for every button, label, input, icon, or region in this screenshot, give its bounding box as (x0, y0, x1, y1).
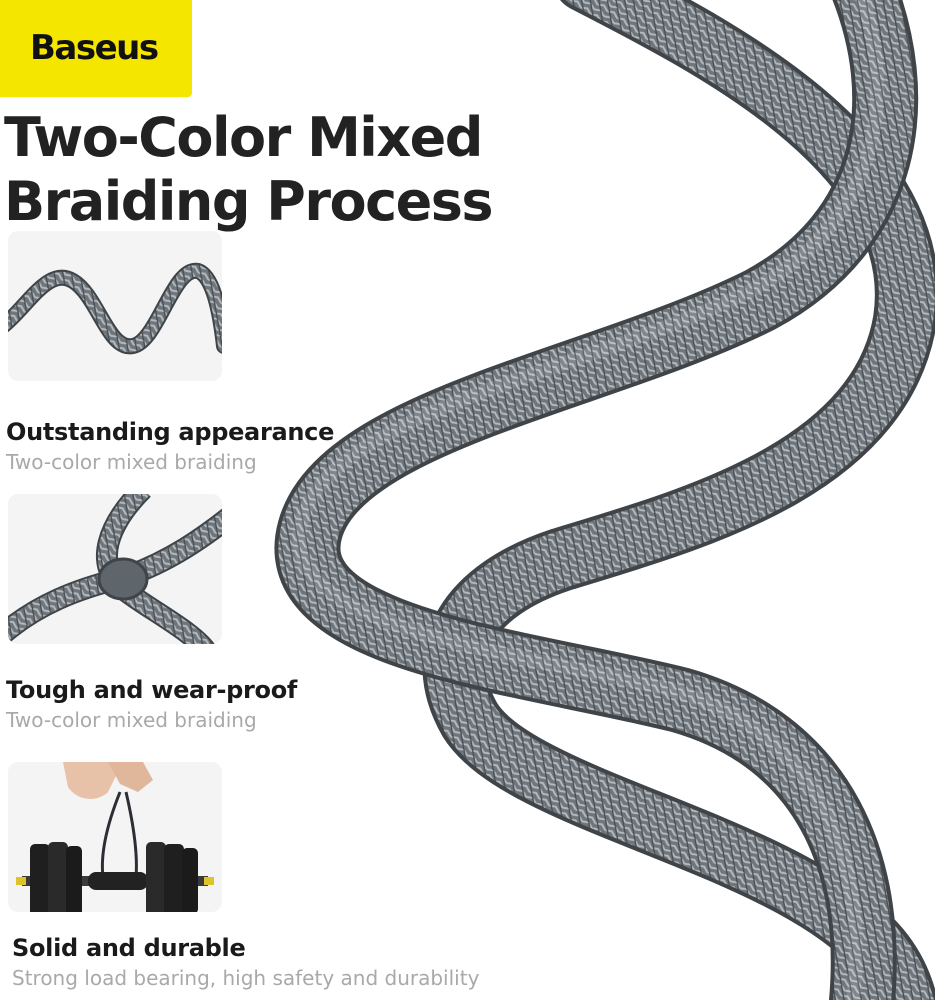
feature-subtitle-3: Strong load bearing, high safety and dur… (12, 966, 480, 990)
wavy-cable-thumbnail (8, 231, 222, 381)
feature-subtitle-2: Two-color mixed braiding (6, 708, 257, 732)
feature-title-1: Outstanding appearance (6, 418, 335, 446)
brand-logo-badge: Baseus (0, 0, 192, 97)
page-title-line-1: Two-Color Mixed (4, 106, 483, 169)
page-title-line-2: Braiding Process (4, 170, 494, 233)
feature-subtitle-1: Two-color mixed braiding (6, 450, 257, 474)
knotted-cable-thumbnail (8, 494, 222, 644)
feature-title-3: Solid and durable (12, 934, 246, 962)
feature-title-2: Tough and wear-proof (6, 676, 298, 704)
brand-logo: Baseus (30, 28, 159, 68)
page-title: Two-Color Mixed Braiding Process (4, 106, 494, 234)
dumbbell-lift-thumbnail (8, 762, 222, 912)
